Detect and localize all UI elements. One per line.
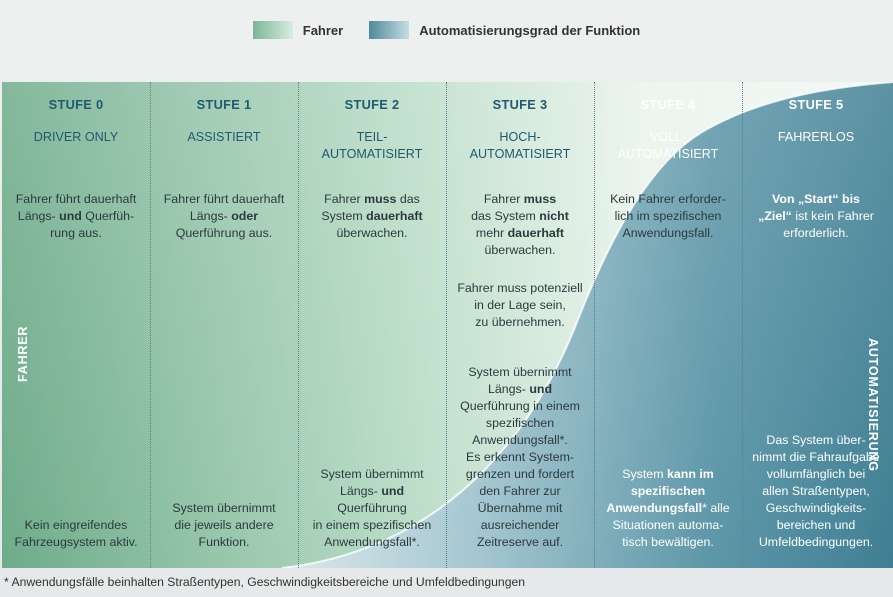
level-description: Fahrer führt dauerhaft Längs- oder Querf… bbox=[163, 192, 285, 240]
level-mode: DRIVER ONLY bbox=[33, 130, 119, 144]
driver-side-label: FAHRER bbox=[16, 325, 30, 382]
automation-swatch bbox=[369, 21, 410, 39]
legend-driver-label: Fahrer bbox=[302, 22, 344, 38]
level-title: STUFE 1 bbox=[196, 97, 252, 112]
automation-levels-panel: STUFE 0 DRIVER ONLY Fahrer führt dauerha… bbox=[2, 82, 893, 568]
column-divider bbox=[298, 82, 299, 568]
level-title: STUFE 3 bbox=[492, 97, 548, 112]
level-system-description: Kein eingreifendes Fahrzeugsystem aktiv. bbox=[14, 518, 138, 549]
level-mode: FAHRERLOS bbox=[777, 130, 855, 144]
level-description: Fahrer muss das System nicht mehr dauerh… bbox=[471, 192, 569, 257]
level-title: STUFE 0 bbox=[48, 97, 104, 112]
level-description: Fahrer führt dauerhaft Längs- und Querfü… bbox=[15, 192, 137, 240]
level-mode: TEIL-AUTOMATISIERT bbox=[321, 130, 423, 161]
level-description: Von „Start“ bis „Ziel“ ist kein Fahrer e… bbox=[758, 192, 874, 240]
legend-automation-label: Automatisierungsgrad der Funktion bbox=[419, 22, 641, 38]
level-mode: ASSISTIERT bbox=[187, 130, 261, 144]
level-column-2: STUFE 2 TEIL-AUTOMATISIERT Fahrer muss d… bbox=[298, 82, 446, 568]
level-system-description: System kann im spezifischen Anwendungsfa… bbox=[606, 467, 730, 549]
level-description: Fahrer muss das System dauerhaft überwac… bbox=[321, 192, 423, 240]
level-description: Kein Fahrer erforder- lich im spezifisch… bbox=[610, 192, 726, 240]
level-title: STUFE 5 bbox=[788, 97, 844, 112]
level-mode: HOCH-AUTOMATISIERT bbox=[469, 130, 571, 161]
footnote: * Anwendungsfälle beinhalten Straßentype… bbox=[4, 575, 526, 589]
column-divider bbox=[594, 82, 595, 568]
level-column-1: STUFE 1 ASSISTIERT Fahrer führt dauerhaf… bbox=[150, 82, 298, 568]
level-column-0: STUFE 0 DRIVER ONLY Fahrer führt dauerha… bbox=[2, 82, 150, 568]
column-divider bbox=[446, 82, 447, 568]
level-system-description: System übernimmt Längs- und Querführung … bbox=[312, 467, 432, 549]
level-system-description: Das System über- nimmt die Fahraufgabe v… bbox=[752, 433, 880, 549]
level-title: STUFE 4 bbox=[640, 97, 696, 112]
level-title: STUFE 2 bbox=[344, 97, 400, 112]
level-takeover-description: Fahrer muss potenziell in der Lage sein,… bbox=[457, 281, 583, 329]
level-column-3: STUFE 3 HOCH-AUTOMATISIERT Fahrer muss d… bbox=[446, 82, 594, 568]
legend-item-driver: Fahrer bbox=[252, 21, 344, 39]
automation-side-label: AUTOMATISIERUNG bbox=[866, 338, 880, 472]
legend: Fahrer Automatisierungsgrad der Funktion bbox=[0, 19, 893, 41]
level-system-description: System übernimmt Längs- und Querführung … bbox=[460, 365, 580, 549]
level-column-4: STUFE 4 VOLL-AUTOMATISIERT Kein Fahrer e… bbox=[594, 82, 742, 568]
level-system-description: System übernimmt die jeweils andere Funk… bbox=[172, 501, 276, 549]
level-column-5: STUFE 5 FAHRERLOS Von „Start“ bis „Ziel“… bbox=[742, 82, 890, 568]
level-mode: VOLL-AUTOMATISIERT bbox=[617, 130, 719, 161]
column-divider bbox=[150, 82, 151, 568]
driver-swatch bbox=[252, 21, 293, 39]
column-divider bbox=[742, 82, 743, 568]
legend-item-automation: Automatisierungsgrad der Funktion bbox=[369, 21, 640, 39]
